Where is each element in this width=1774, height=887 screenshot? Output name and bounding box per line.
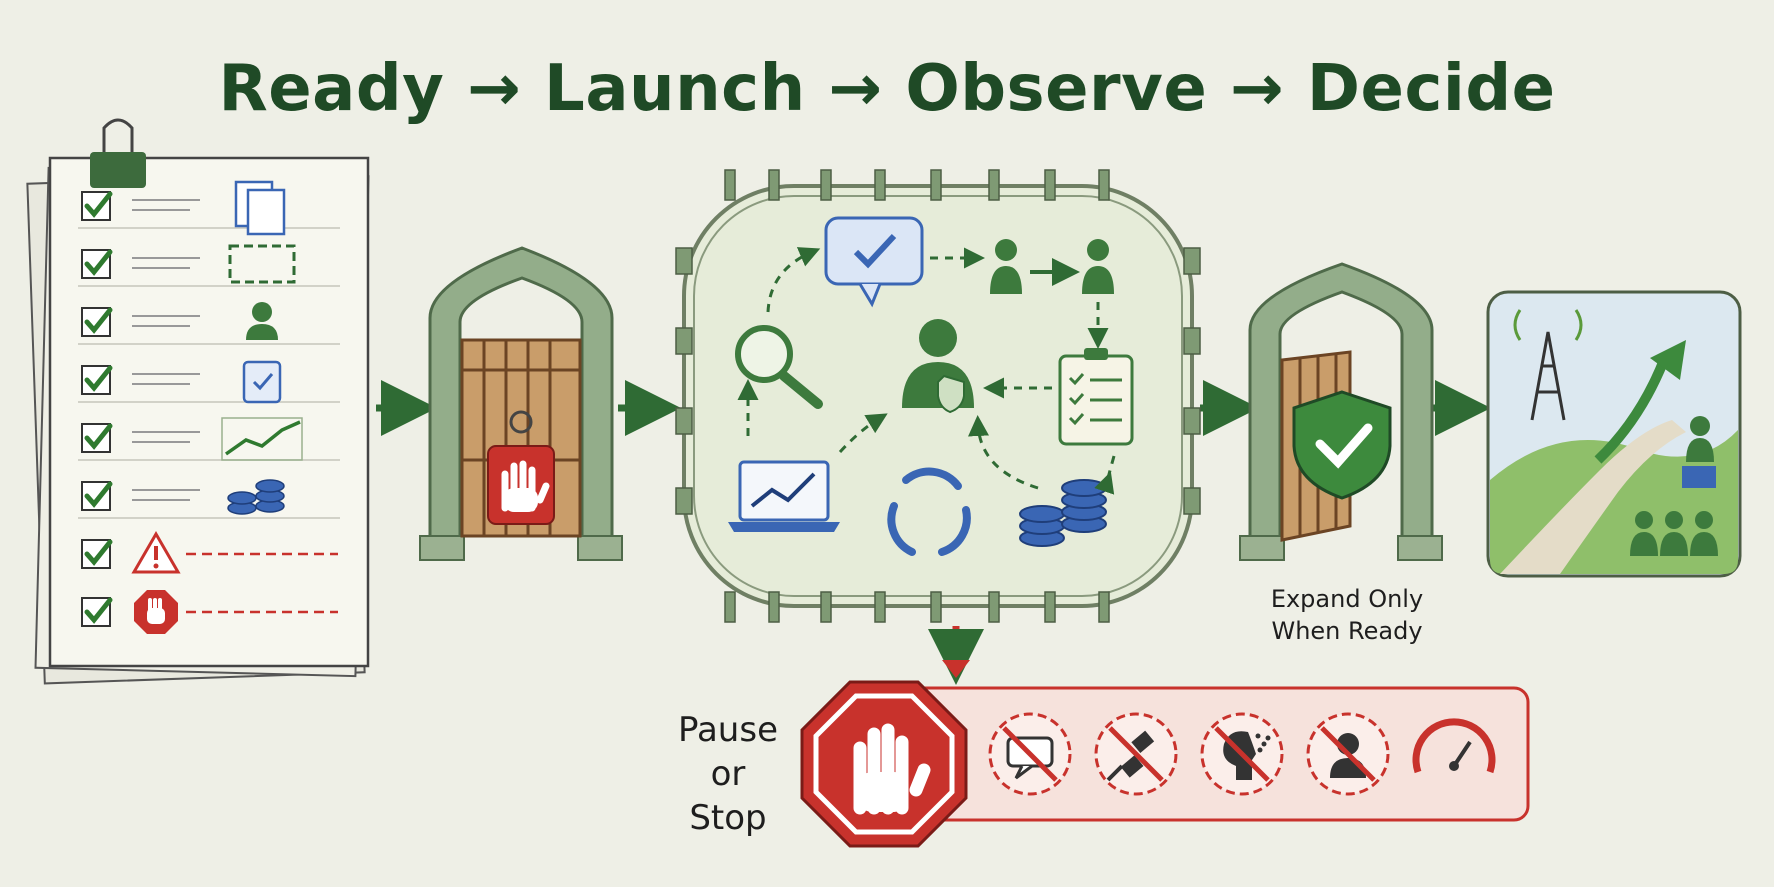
dashed-box-icon: [228, 244, 296, 284]
checkbox-checked-icon: [81, 191, 113, 221]
fence-post: [1183, 487, 1201, 515]
checklist-row: [78, 360, 340, 404]
radio-tower-icon: [1513, 309, 1583, 421]
fence-post: [768, 169, 780, 201]
fence-post: [675, 487, 693, 515]
open-gate: [1239, 262, 1443, 561]
pause-arrow: [928, 626, 984, 685]
binder-clip-icon: [90, 118, 146, 188]
fence-post: [724, 169, 736, 201]
checklist-row: [78, 479, 340, 519]
fence-post: [1098, 169, 1110, 201]
fence-post: [675, 327, 693, 355]
person-laptop-icon: [1682, 416, 1716, 488]
person-icon: [246, 302, 278, 340]
fence-post: [1098, 591, 1110, 623]
checklist-row: [81, 531, 338, 574]
documents-icon: [234, 180, 286, 236]
landscape-panel: [1486, 290, 1742, 578]
checklist-rows: [78, 180, 340, 634]
fence-post: [874, 591, 886, 623]
checklist-row: [81, 590, 338, 634]
fence-post: [1183, 407, 1201, 435]
no-thinking-icon: [1200, 712, 1284, 796]
stop-hand-tag-icon: [487, 410, 555, 525]
stop-banner: [800, 680, 1530, 848]
checkbox-checked-icon: [81, 539, 113, 569]
expand-label-line: When Ready: [1271, 617, 1423, 645]
checkbox-checked-icon: [81, 423, 113, 453]
fence-post: [820, 169, 832, 201]
unplug-icon: [1094, 712, 1178, 796]
checklist-icon: [1058, 348, 1134, 446]
checkbox-checked-icon: [81, 597, 113, 627]
no-chat-icon: [988, 712, 1072, 796]
checklist-stack: [26, 118, 370, 685]
checkbox-checked-icon: [81, 249, 113, 279]
observe-connectors: [737, 247, 1116, 495]
checkbox-checked-icon: [81, 307, 113, 337]
person-handoff-icon: [990, 239, 1114, 294]
checklist-row: [78, 180, 340, 236]
cycle-arrows-icon: [887, 467, 971, 556]
expand-label-line: Expand Only: [1270, 585, 1424, 613]
closed-gate: [419, 246, 623, 561]
fence-post: [930, 591, 942, 623]
magnifier-icon: [735, 325, 823, 409]
speech-check-icon: [824, 216, 924, 308]
fence-post: [768, 591, 780, 623]
stop-sign-icon: [800, 680, 968, 848]
fence-post: [820, 591, 832, 623]
fence-post: [1044, 591, 1056, 623]
fence-post: [988, 169, 1000, 201]
checkbox-checked-icon: [81, 365, 113, 395]
fence-post: [675, 407, 693, 435]
checklist-row: [78, 302, 340, 345]
fence-post: [988, 591, 1000, 623]
diagram-title: Ready → Launch → Observe → Decide: [218, 52, 1556, 126]
checklist-row: [78, 244, 340, 287]
fence-post: [930, 169, 942, 201]
warning-icon: [131, 531, 181, 574]
shield-check-icon: [1292, 390, 1392, 500]
fence-post: [675, 247, 693, 275]
trend-chart-icon: [221, 417, 303, 461]
laptop-chart-icon: [728, 460, 840, 532]
pause-label-line: Pause: [678, 710, 778, 750]
checkbox-checked-icon: [81, 481, 113, 511]
speedometer-icon: [1412, 718, 1496, 774]
checklist-page: [48, 156, 370, 668]
fence-post: [1044, 169, 1056, 201]
clipboard-check-icon: [242, 360, 282, 404]
database-icon: [227, 479, 285, 515]
team-icon: [1630, 511, 1718, 556]
fence-post: [1183, 327, 1201, 355]
fence-post: [874, 169, 886, 201]
pause-label-line: or Stop: [689, 754, 767, 838]
stop-hand-icon: [134, 590, 178, 634]
shield-person-icon: [902, 319, 974, 414]
expand-label: Expand Only When Ready: [1262, 583, 1432, 647]
checklist-row: [78, 417, 340, 461]
no-person-icon: [1306, 712, 1390, 796]
pause-label: Pause or Stop: [672, 708, 784, 840]
fence-post: [724, 591, 736, 623]
growth-arrow-icon: [1594, 340, 1686, 464]
fence-post: [1183, 247, 1201, 275]
